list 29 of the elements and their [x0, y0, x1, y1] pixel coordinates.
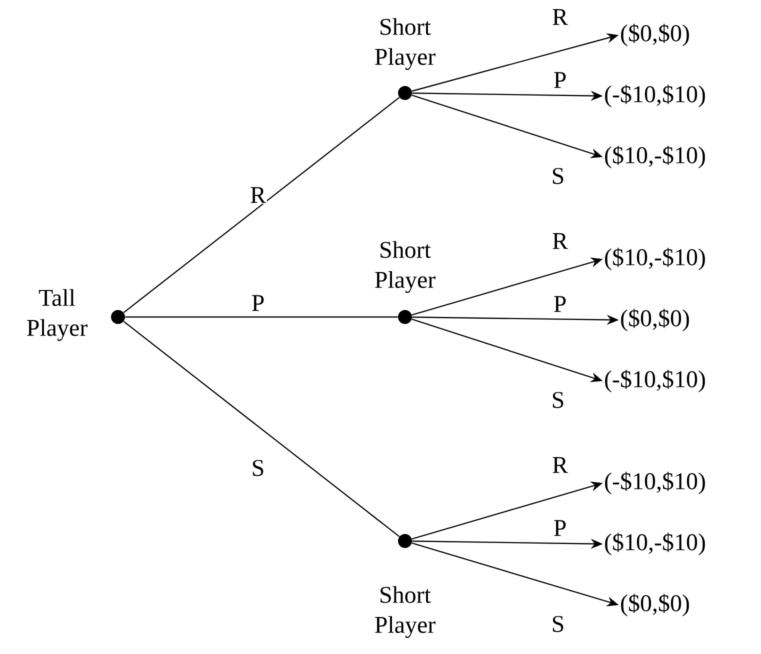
payoff-label: ($10,-$10) — [605, 532, 705, 556]
player-label: Short Player — [375, 586, 436, 638]
edge-label: P — [552, 71, 568, 89]
player-label: Short Player — [375, 241, 436, 293]
payoff-label: (-$10,$10) — [605, 472, 705, 494]
edge-label: R — [249, 186, 267, 204]
payoff-label: ($0,$0) — [621, 594, 689, 616]
player-label: Short Player — [375, 18, 436, 70]
player-label: Tall Player — [27, 289, 88, 341]
payoff-label: ($10,-$10) — [605, 248, 705, 270]
edge-label: S — [250, 458, 266, 478]
edge-label: R — [551, 232, 569, 250]
payoff-label: ($0,$0) — [621, 24, 689, 46]
decision-dot — [111, 310, 125, 324]
decision-dot — [398, 310, 412, 324]
payoff-label: ($10,-$10) — [605, 146, 705, 168]
edge-label: R — [551, 8, 569, 26]
payoff-label: ($0,$0) — [621, 308, 689, 332]
edge-label: R — [551, 456, 569, 474]
edge-label: P — [552, 295, 568, 313]
payoff-label: (-$10,$10) — [605, 84, 705, 108]
edge-label: S — [550, 614, 566, 634]
decision-dot — [398, 86, 412, 100]
edge-label: P — [250, 294, 266, 312]
decision-dot — [398, 534, 412, 548]
payoff-label: (-$10,$10) — [605, 370, 705, 392]
edge-label: S — [550, 166, 566, 186]
edge-label: P — [552, 519, 568, 537]
edge-label: S — [550, 390, 566, 410]
